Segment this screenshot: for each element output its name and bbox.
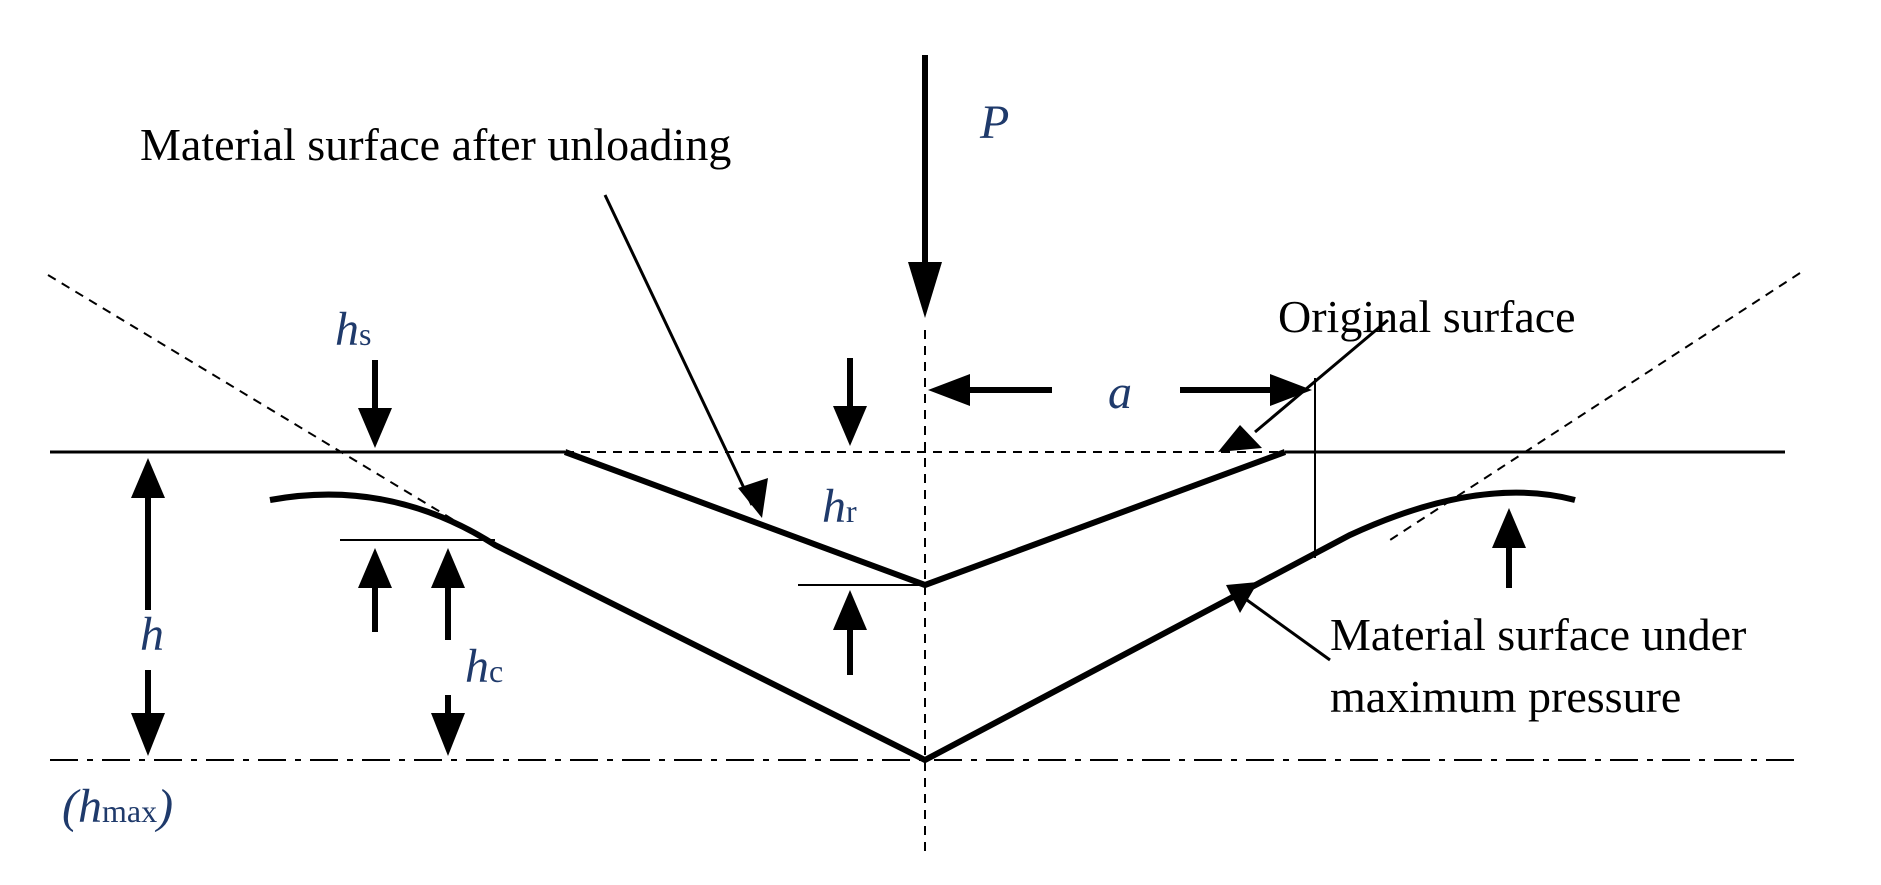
symbol-h-max: (hmax): [62, 780, 173, 833]
load-arrow-head: [908, 262, 942, 318]
hr-bottom-arrow-head: [833, 590, 867, 630]
label-surface-under-pressure-2: maximum pressure: [1330, 671, 1681, 722]
a-arrow-right-head: [1270, 374, 1312, 406]
leader-after-unloading-head: [738, 478, 768, 518]
h-c-subscript: c: [489, 653, 503, 689]
symbol-h-c: hc: [465, 640, 503, 693]
symbol-h-s: hs: [335, 303, 371, 356]
h-max-subscript: max: [102, 793, 157, 829]
hc-main-arrow-bottom-head: [431, 713, 465, 756]
h-max-open-paren: (: [62, 780, 81, 833]
h-c-base: h: [465, 640, 489, 693]
hc-main-arrow-top-head: [431, 548, 465, 588]
label-surface-after-unloading: Material surface after unloading: [140, 119, 731, 170]
symbol-a: a: [1108, 366, 1132, 419]
leader-after-unloading: [603, 194, 754, 506]
hr-top-arrow-head: [833, 406, 867, 446]
a-arrow-left-head: [928, 374, 970, 406]
h-r-base: h: [822, 480, 846, 533]
h-s-base: h: [335, 303, 359, 356]
label-original-surface: Original surface: [1278, 291, 1576, 342]
h-s-subscript: s: [359, 316, 371, 352]
leader-under-pressure-head: [1226, 582, 1258, 613]
hc-left-arrow-head: [358, 548, 392, 588]
h-max-close-paren: ): [154, 780, 173, 833]
pileup-arrow-head: [1492, 508, 1526, 548]
hs-arrow-head: [358, 408, 392, 448]
h-r-subscript: r: [846, 493, 857, 529]
symbol-h-r: hr: [822, 480, 857, 533]
h-arrow-bottom-head: [131, 713, 165, 756]
leader-original-surface: [1254, 318, 1389, 434]
symbol-P: P: [979, 96, 1009, 149]
indenter-left-dashed-line: [47, 274, 496, 546]
surface-after-unloading-line: [563, 449, 1287, 589]
symbol-h: h: [140, 608, 164, 661]
leader-under-pressure: [1239, 593, 1331, 662]
label-surface-under-pressure-1: Material surface under: [1330, 609, 1746, 660]
h-arrow-top-head: [131, 458, 165, 498]
h-max-base: h: [78, 780, 102, 833]
leader-original-surface-head: [1218, 425, 1262, 452]
